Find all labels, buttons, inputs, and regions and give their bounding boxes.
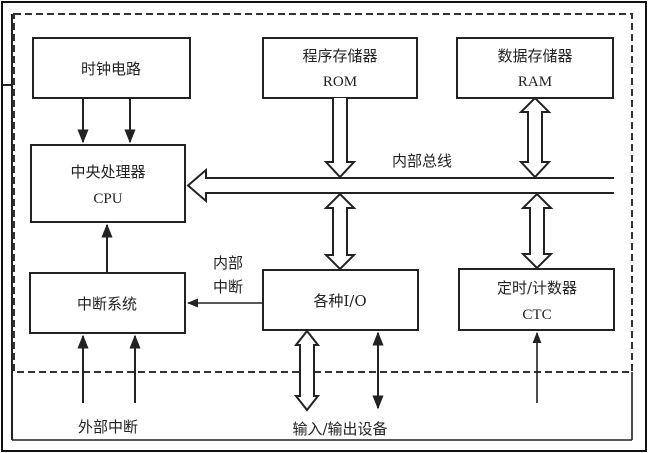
cpu-block: 中央处理器 CPU <box>30 144 186 223</box>
internal-bus-label: 内部总线 <box>392 152 452 170</box>
rom-label-en: ROM <box>323 74 357 90</box>
io-devices-wide-arrow <box>293 329 321 412</box>
interrupt-system-block: 中断系统 <box>29 272 186 334</box>
io-devices-label: 输入/输出设备 <box>292 420 387 438</box>
chip-boundary <box>13 13 633 373</box>
interrupt-label: 中断系统 <box>77 295 137 313</box>
internal-bus-arrow <box>186 167 614 204</box>
cpu-label-en: CPU <box>93 191 122 207</box>
rom-to-bus-arrow <box>323 98 357 179</box>
ctc-label-cn: 定时/计数器 <box>497 279 577 297</box>
rom-block: 程序存储器 ROM <box>262 37 418 99</box>
ram-bus-bidirectional-arrow <box>518 96 552 179</box>
ctc-block: 定时/计数器 CTC <box>458 268 615 331</box>
internal-interrupt-label-2: 中断 <box>213 278 243 296</box>
ram-block: 数据存储器 RAM <box>456 37 614 99</box>
external-interrupt-label: 外部中断 <box>78 418 138 436</box>
clock-circuit-block: 时钟电路 <box>32 37 191 99</box>
ram-label-cn: 数据存储器 <box>497 47 572 65</box>
ctc-label-en: CTC <box>522 307 551 323</box>
io-label: 各种I/O <box>313 292 366 310</box>
internal-interrupt-label-1: 内部 <box>213 254 243 272</box>
bus-io-bidirectional-arrow <box>323 192 357 271</box>
clock-label: 时钟电路 <box>81 60 141 78</box>
cpu-label-cn: 中央处理器 <box>70 163 145 181</box>
bus-ctc-bidirectional-arrow <box>520 192 554 270</box>
io-block: 各种I/O <box>262 269 419 331</box>
ram-label-en: RAM <box>518 74 552 90</box>
rom-label-cn: 程序存储器 <box>302 47 377 65</box>
